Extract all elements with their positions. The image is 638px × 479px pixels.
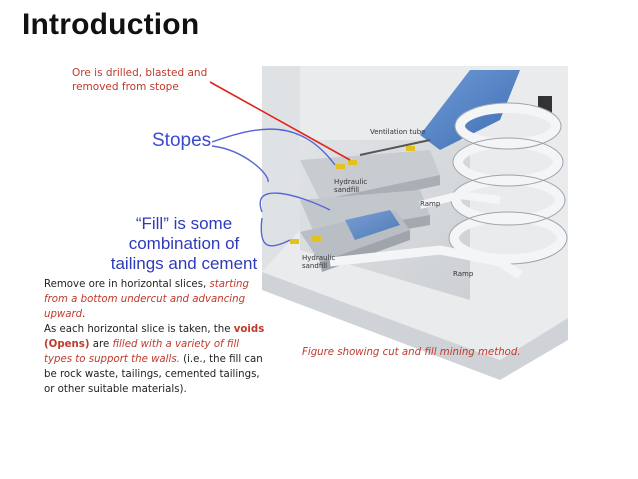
upper-ramp [419,190,501,209]
fill-line-2: combination of [128,234,240,253]
label-line: sandfill [302,262,328,270]
p1-plain: Remove ore in horizontal slices, [44,279,210,290]
callout-line-2: removed from stope [72,81,179,93]
description-text: Remove ore in horizontal slices, startin… [44,277,266,397]
ventilation-tube-label: Ventilation tube [370,128,426,136]
p2-plain-3: (i.e., the fill can be rock waste, taili… [44,354,263,395]
fill-description: “Fill” is some combination of tailings a… [84,214,284,274]
p2-emphasis: filled with a variety of fill types to s… [44,339,240,365]
p1-end: . [82,309,86,320]
ramp-label-upper: Ramp [420,200,441,208]
p1-emphasis: starting from a bottom undercut and adva… [44,279,249,320]
label-line: Hydraulic [302,254,336,262]
callout-line-1: Ore is drilled, blasted and [72,67,208,79]
callout-arrow [209,81,351,161]
fill-line-3: tailings and cement [110,254,258,273]
label-line: sandfill [334,186,360,194]
ore-callout: Ore is drilled, blasted and removed from… [72,66,232,94]
hydraulic-sandfill-label-lower: Hydraulic sandfill [302,254,335,270]
lower-ramp [329,245,523,279]
leader-lines [211,128,336,247]
ramp-label-lower: Ramp [453,270,474,278]
mining-vehicles [290,146,415,244]
label-line: Hydraulic [334,178,368,186]
hydraulic-sandfill-label-upper: Hydraulic sandfill [334,178,367,194]
figure-caption: Figure showing cut and fill mining metho… [302,347,521,358]
p2-bold: voids (Opens) [44,324,265,350]
p2-plain-2: are [89,339,113,350]
slide-title: Introduction [22,8,200,41]
p2-plain-1: As each horizontal slice is taken, the [44,324,234,335]
fill-line-1: “Fill” is some [135,214,233,233]
stopes-label: Stopes [152,130,212,151]
spiral-ramp [449,103,567,264]
